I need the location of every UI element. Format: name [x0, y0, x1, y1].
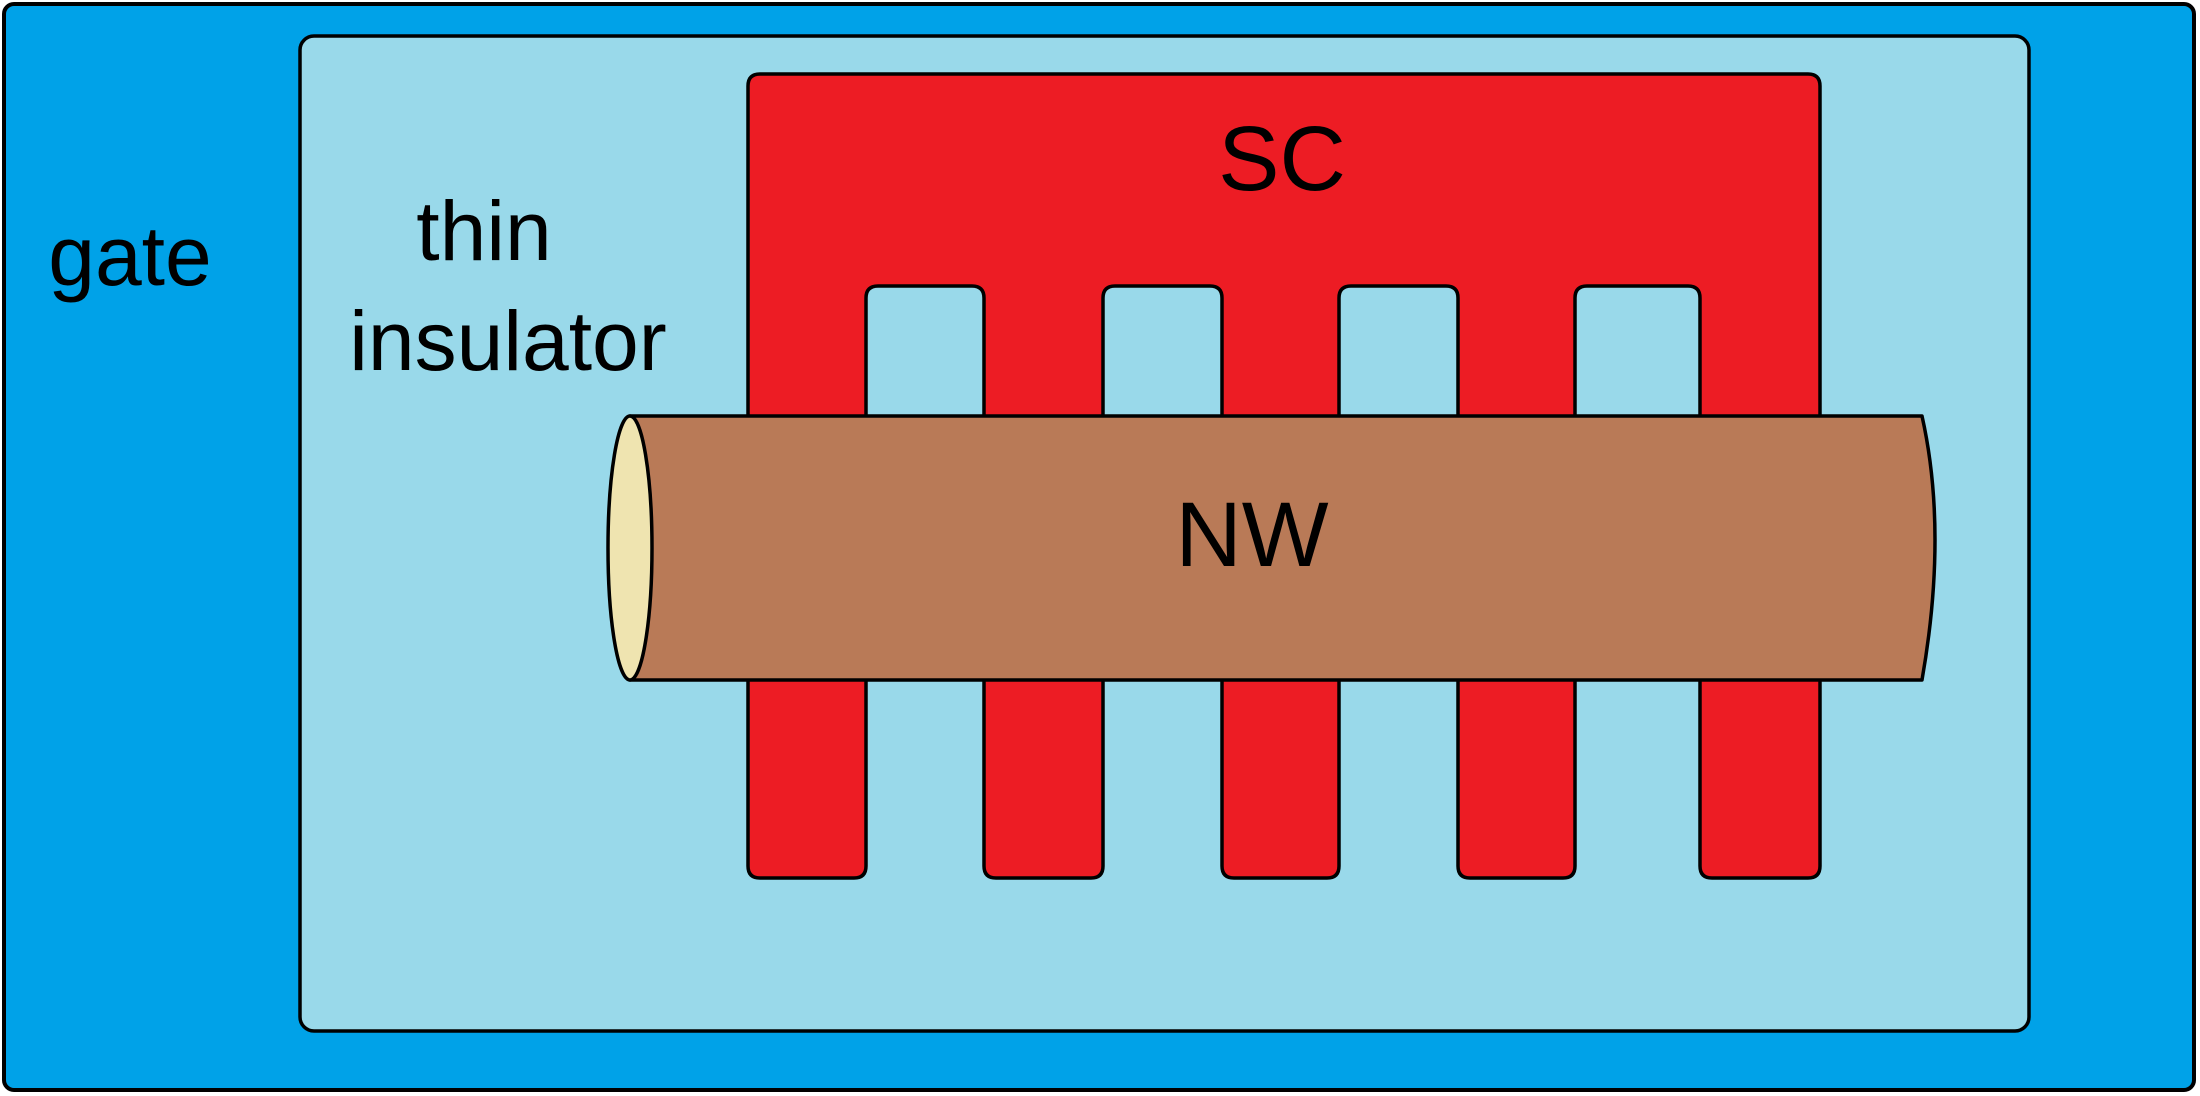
superconductor-label: SC: [1218, 108, 1346, 210]
insulator-label-line1: thin: [416, 184, 551, 278]
nanowire-body: [628, 414, 1937, 682]
nanowire-label: NW: [1175, 484, 1328, 586]
gate-label: gate: [48, 209, 212, 303]
insulator-label-line2: insulator: [349, 294, 667, 388]
nanowire-end-cap: [606, 414, 654, 682]
